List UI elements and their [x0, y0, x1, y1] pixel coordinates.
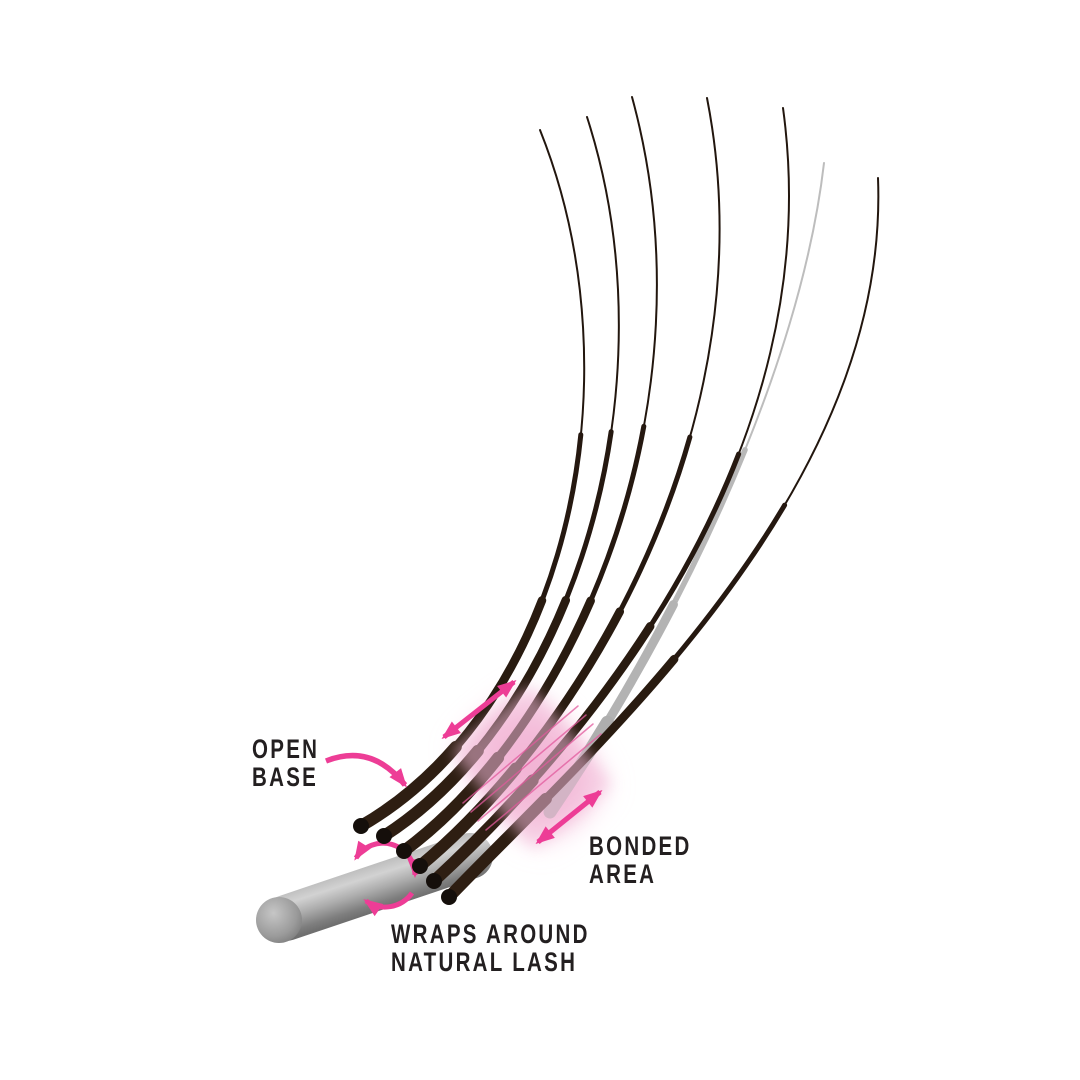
- bonded-area-label-line1: BONDED: [589, 831, 692, 861]
- open-base-label-line1: OPEN: [252, 734, 320, 764]
- wraps-around-label: WRAPS AROUND NATURAL LASH: [391, 920, 590, 976]
- natural-lash-shaft: [263, 833, 493, 941]
- bond-length-arrow-lower: [535, 790, 603, 844]
- wrap-arc-bottom: [363, 891, 415, 917]
- open-base-tips: [353, 818, 457, 905]
- bond-strands: [462, 705, 602, 831]
- wraps-around-label-line2: NATURAL LASH: [391, 947, 578, 977]
- extension-lash-fan: [353, 97, 878, 905]
- bond-length-arrow-upper: [441, 680, 517, 739]
- natural-lash: [256, 163, 824, 943]
- open-base-label-line2: BASE: [252, 762, 319, 792]
- open-base-pointer-arrow: [324, 752, 408, 788]
- bonded-area-label-line2: AREA: [589, 859, 657, 889]
- open-base-label: OPEN BASE: [252, 735, 319, 791]
- bonded-area-label: BONDED AREA: [589, 832, 692, 888]
- annotation-arrows: [324, 680, 603, 844]
- natural-lash-end-cap: [256, 897, 302, 943]
- wraps-around-label-line1: WRAPS AROUND: [391, 919, 590, 949]
